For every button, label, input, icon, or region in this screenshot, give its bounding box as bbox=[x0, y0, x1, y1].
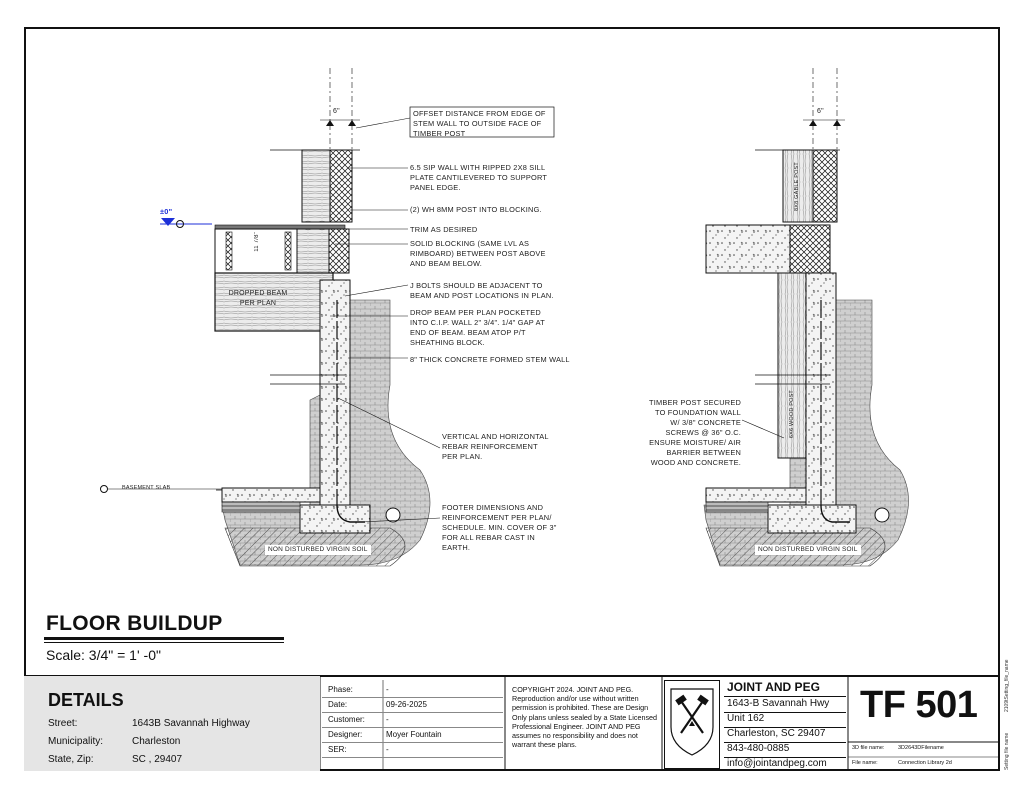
customer-value: - bbox=[386, 715, 389, 724]
side-setting-text-2: Setting file name bbox=[1004, 732, 1010, 770]
meta-3d-value: 3D2643DFilename bbox=[898, 745, 944, 751]
floor-panel bbox=[705, 224, 791, 274]
view-title: FLOOR BUILDUP bbox=[46, 612, 223, 635]
firm-logo bbox=[664, 680, 720, 769]
title-underline bbox=[44, 637, 284, 640]
municipality-value: Charleston bbox=[132, 736, 181, 747]
date-value: 09-26-2025 bbox=[386, 700, 427, 709]
timber-post-top bbox=[329, 149, 353, 223]
callout-wh-post: (2) WH 8MM POST INTO BLOCKING. bbox=[410, 205, 542, 214]
callout-sip-wall: 6.5 SIP WALL WITH RIPPED 2X8 SILL PLATE … bbox=[410, 163, 547, 192]
left-leaders bbox=[330, 117, 441, 523]
stem-wall bbox=[319, 279, 351, 506]
left-dim-top: 6" bbox=[333, 108, 340, 115]
callout-drop-beam: DROP BEAM PER PLAN POCKETED INTO C.I.P. … bbox=[410, 308, 545, 347]
municipality-label: Municipality: bbox=[48, 736, 104, 747]
callout-j-bolts: J BOLTS SHOULD BE ADJACENT TO BEAM AND P… bbox=[410, 281, 554, 300]
firm-city: Charleston, SC 29407 bbox=[724, 728, 846, 743]
ser-row: SER: - bbox=[322, 742, 503, 758]
drawing-sheet-border bbox=[24, 27, 1000, 771]
designer-label: Designer: bbox=[328, 730, 363, 739]
callout-footer: FOOTER DIMENSIONS AND REINFORCEMENT PER … bbox=[442, 503, 557, 552]
copyright-notice: COPYRIGHT 2024. JOINT AND PEG. Reproduct… bbox=[512, 685, 658, 750]
right-dim-top: 6" bbox=[817, 108, 824, 115]
solid-blocking bbox=[296, 228, 330, 274]
callout-trim: TRIM AS DESIRED bbox=[410, 225, 478, 234]
details-panel: DETAILS Street: 1643B Savannah Highway M… bbox=[24, 676, 320, 771]
firm-email: info@jointandpeg.com bbox=[727, 758, 827, 769]
ser-value: - bbox=[386, 745, 389, 754]
drain-pipe bbox=[385, 507, 401, 523]
meta-file-name: File name: Connection Library 2d bbox=[852, 760, 996, 766]
meta-file-label: File name: bbox=[852, 760, 878, 766]
ser-label: SER: bbox=[328, 745, 347, 754]
joist-dimension: 11 7/8" bbox=[254, 232, 260, 252]
designer-row: Designer: Moyer Fountain bbox=[322, 727, 503, 743]
state-value: SC , 29407 bbox=[132, 754, 183, 765]
elevation-marker-icon bbox=[161, 218, 175, 226]
gable-post-label: 8X8 GABLE POST bbox=[794, 162, 800, 211]
callout-timber-post: TIMBER POST SECURED TO FOUNDATION WALL W… bbox=[649, 398, 741, 467]
street-value: 1643B Savannah Highway bbox=[132, 718, 250, 729]
date-row: Date: 09-26-2025 bbox=[322, 697, 503, 713]
dropped-beam-label: DROPPED BEAM PER PLAN bbox=[228, 290, 288, 307]
meta-3d-file: 3D file name: 3D2643DFilename bbox=[852, 745, 996, 751]
phase-label: Phase: bbox=[328, 685, 353, 694]
side-setting-text-1: 2109tSetting_file_name bbox=[1004, 659, 1010, 712]
phase-value: - bbox=[386, 685, 389, 694]
firm-phone: 843-480-0885 bbox=[724, 743, 846, 758]
firm-address-1: 1643-B Savannah Hwy bbox=[724, 698, 846, 713]
sip-wall bbox=[301, 149, 331, 223]
right-soil-label: NON DISTURBED VIRGIN SOIL bbox=[755, 545, 861, 555]
customer-row: Customer: - bbox=[322, 712, 503, 728]
wood-post bbox=[777, 272, 807, 459]
shield-hammer-icon bbox=[670, 688, 714, 756]
date-label: Date: bbox=[328, 700, 348, 709]
callout-offset: OFFSET DISTANCE FROM EDGE OF STEM WALL T… bbox=[413, 109, 546, 138]
sheet-number-box: TF 501 bbox=[850, 680, 998, 742]
phase-row: Phase: - bbox=[322, 682, 503, 698]
callout-stem-wall: 8" THICK CONCRETE FORMED STEM WALL bbox=[410, 355, 570, 364]
designer-value: Moyer Fountain bbox=[386, 730, 442, 739]
wood-post-label: 6X6 WOOD POST bbox=[789, 390, 795, 439]
left-soil-label: NON DISTURBED VIRGIN SOIL bbox=[265, 545, 371, 555]
sheet-number: TF 501 bbox=[860, 684, 978, 726]
firm-address-2: Unit 162 bbox=[724, 713, 846, 728]
right-detail bbox=[703, 68, 909, 567]
callout-solid-blocking: SOLID BLOCKING (SAME LVL AS RIMBOARD) BE… bbox=[410, 239, 546, 268]
elevation-label: ±0" bbox=[160, 207, 173, 216]
title-underline-thin bbox=[44, 642, 284, 643]
basement-slab-label: BASEMENT SLAB bbox=[122, 485, 171, 491]
meta-3d-label: 3D file name: bbox=[852, 745, 885, 751]
firm-name: JOINT AND PEG bbox=[724, 680, 846, 697]
customer-label: Customer: bbox=[328, 715, 365, 724]
footer bbox=[299, 504, 371, 534]
details-heading: DETAILS bbox=[48, 690, 124, 710]
callout-rebar: VERTICAL AND HORIZONTAL REBAR REINFORCEM… bbox=[442, 432, 549, 461]
state-label: State, Zip: bbox=[48, 754, 94, 765]
slab-elevation-icon bbox=[100, 485, 108, 493]
meta-file-value: Connection Library 2d bbox=[898, 760, 952, 766]
street-label: Street: bbox=[48, 718, 78, 729]
left-detail bbox=[100, 68, 555, 567]
basement-slab bbox=[221, 487, 321, 503]
scale-text: Scale: 3/4" = 1' -0" bbox=[46, 647, 161, 663]
